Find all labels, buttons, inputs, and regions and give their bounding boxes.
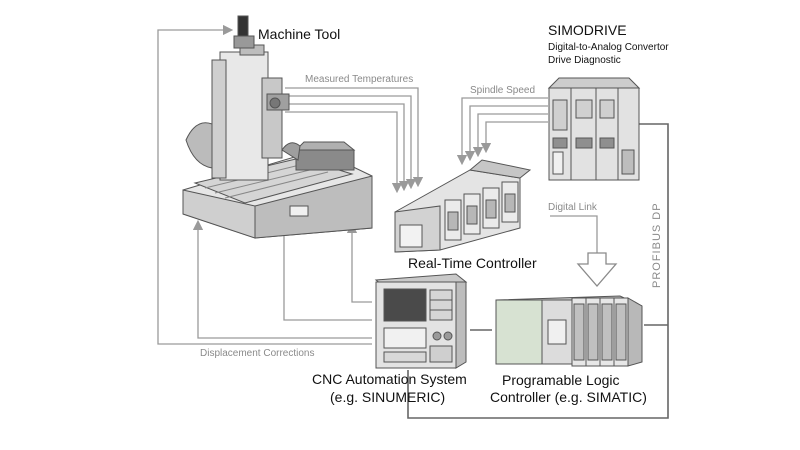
displacement-corrections-label: Displacement Corrections [200,348,315,359]
profibus-bus-line [407,123,669,419]
measured-temperatures-label: Measured Temperatures [305,74,414,85]
plc-illustration [495,295,643,367]
digital-link-label: Digital Link [548,202,597,213]
machine-tool-illustration [182,15,373,239]
realtime-controller-label: Real-Time Controller [408,255,537,271]
machine-tool-label: Machine Tool [258,26,341,42]
simodrive-line1: Digital-to-Analog Convertor [548,42,669,53]
profibus-label: PROFIBUS DP [651,202,663,288]
simodrive-line2: Drive Diagnostic [548,55,621,66]
cnc-label-line1: CNC Automation System [312,371,467,387]
cnc-panel-illustration [374,273,468,369]
spindle-speed-label: Spindle Speed [470,85,536,96]
plc-label-line1: Programable Logic [502,372,620,388]
simodrive-title: SIMODRIVE [548,22,627,38]
measured-temperature-arrows [285,87,424,194]
cnc-label-line2: (e.g. SINUMERIC) [330,389,446,405]
plc-label-line2: Controller (e.g. SIMATIC) [490,389,647,405]
displacement-correction-arrows [192,219,372,339]
digital-link-arrow [550,215,618,287]
displacement-feedback-loop [157,24,372,345]
simodrive-illustration [547,77,641,181]
realtime-controller-illustration [394,159,532,253]
spindle-speed-arrows [456,97,548,166]
